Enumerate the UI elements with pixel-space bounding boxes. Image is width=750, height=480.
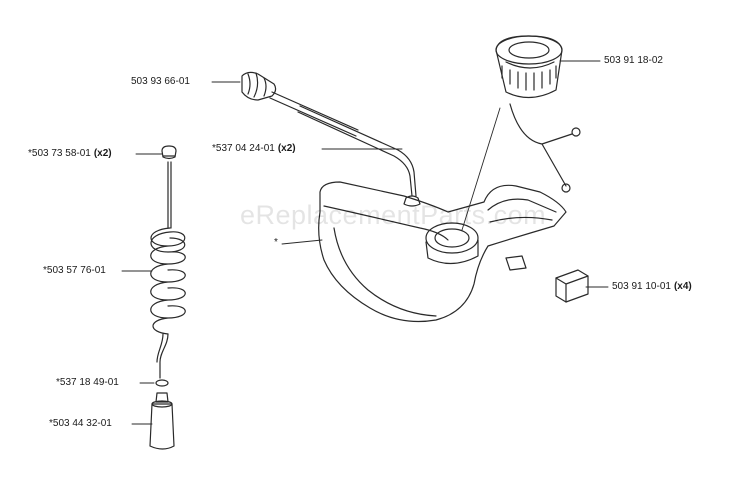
part-label-503-73-58-01[interactable]: *503 73 58-01(x2) (28, 148, 112, 160)
part-label-537-18-49-01[interactable]: *537 18 49-01 (56, 377, 119, 389)
fuel-hose-assembly (149, 145, 186, 450)
part-quantity: (x4) (673, 281, 692, 292)
part-number: *503 44 32-01 (49, 418, 112, 429)
rubber-mount (555, 269, 589, 303)
part-label-503-93-66-01[interactable]: 503 93 66-01 (131, 76, 190, 88)
part-quantity: (x2) (93, 148, 112, 159)
leader-lines (121, 60, 609, 425)
part-number: *537 04 24-01 (212, 143, 275, 154)
part-number: 503 91 10-01 (612, 281, 671, 292)
fuel-cap (495, 35, 581, 193)
part-number: *503 73 58-01 (28, 148, 91, 159)
part-quantity: (x2) (277, 143, 296, 154)
grommet-and-hose (241, 71, 421, 207)
part-number: *537 18 49-01 (56, 377, 119, 388)
part-number: 503 91 18-02 (604, 55, 663, 66)
fuel-tank (318, 181, 567, 323)
watermark: eReplacementParts.com (240, 200, 547, 230)
part-label-503-91-10-01[interactable]: 503 91 10-01(x4) (612, 281, 692, 293)
part-label-503-91-18-02[interactable]: 503 91 18-02 (604, 55, 663, 67)
part-number: *503 57 76-01 (43, 265, 106, 276)
part-number: * (274, 237, 278, 248)
part-label-503-57-76-01[interactable]: *503 57 76-01 (43, 265, 106, 277)
part-label-503-44-32-01[interactable]: *503 44 32-01 (49, 418, 112, 430)
part-label-537-04-24-01[interactable]: *537 04 24-01(x2) (212, 143, 296, 155)
part-label-fuel-tank[interactable]: * (274, 237, 278, 249)
part-number: 503 93 66-01 (131, 76, 190, 87)
